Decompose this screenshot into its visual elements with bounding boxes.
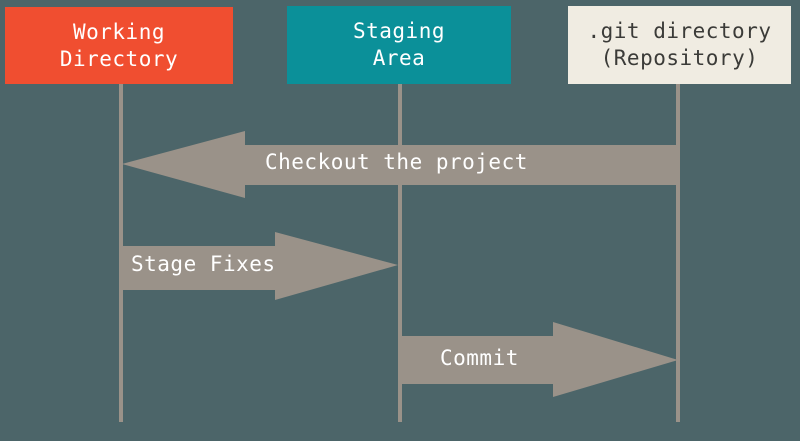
node-working-directory-label-line1: Working xyxy=(72,19,165,44)
lifeline-git-directory xyxy=(676,83,680,422)
node-staging-area[interactable]: Staging Area xyxy=(287,6,511,84)
node-git-directory-label-line1: .git directory xyxy=(587,19,772,44)
arrow-checkout-the-project xyxy=(118,128,678,202)
node-working-directory-label-line2: Directory xyxy=(59,46,179,71)
arrow-right-shape-icon xyxy=(120,232,398,300)
arrow-stage-fixes xyxy=(120,230,400,304)
arrow-commit xyxy=(398,320,680,400)
node-git-directory-label-line2: (Repository) xyxy=(600,46,759,70)
arrow-right-shape-icon xyxy=(398,322,678,397)
lifeline-staging-area xyxy=(398,83,402,422)
arrow-left-shape-icon xyxy=(122,131,678,198)
node-git-directory[interactable]: .git directory (Repository) xyxy=(568,6,791,84)
node-staging-area-label-line2: Area xyxy=(372,46,426,70)
node-working-directory[interactable]: Working Directory xyxy=(5,7,233,84)
node-staging-area-label-line1: Staging xyxy=(352,19,445,44)
